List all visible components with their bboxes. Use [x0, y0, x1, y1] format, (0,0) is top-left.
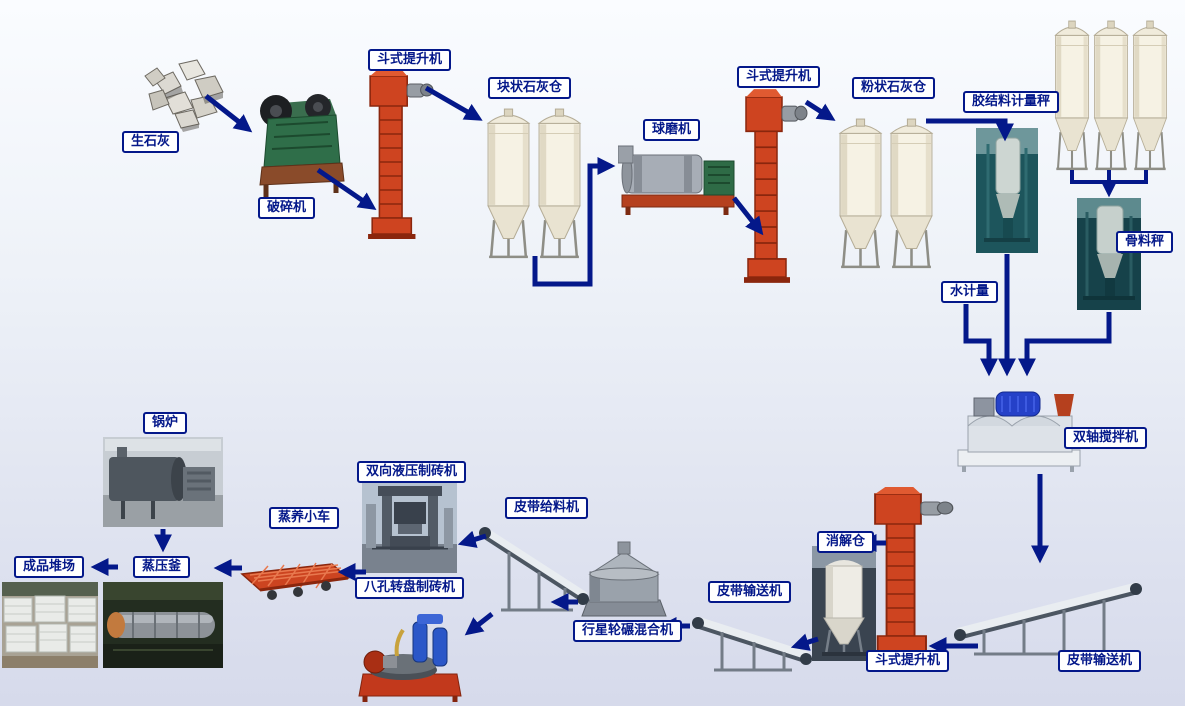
arrow-ball-mill-to-elevator2 — [732, 196, 764, 236]
arrow-aggregate-scale-to-mixer — [1018, 312, 1112, 377]
label-belt-conveyor-mid: 皮带输送机 — [708, 581, 792, 604]
label-bucket-elevator-2: 斗式提升机 — [737, 66, 821, 89]
label-belt-feeder: 皮带给料机 — [505, 497, 589, 520]
label-water-metering: 水计量 — [941, 281, 999, 304]
planetary-wheel-mixer-image — [574, 538, 674, 623]
label-hydraulic-brick-machine: 双向液压制砖机 — [357, 461, 467, 484]
ball-mill-image — [618, 133, 740, 218]
label-slaking-silo: 消解仓 — [817, 531, 875, 554]
label-aggregate-scale: 骨料秤 — [1116, 231, 1174, 254]
twin-shaft-mixer-image — [952, 378, 1087, 474]
label-steam-curing-trolley: 蒸养小车 — [269, 507, 340, 530]
label-rotary-brick-machine: 八孔转盘制砖机 — [355, 577, 465, 600]
label-bucket-elevator-3: 斗式提升机 — [866, 650, 950, 673]
label-lump-lime-silo: 块状石灰仓 — [488, 77, 572, 100]
belt-conveyor-mid-image — [688, 598, 816, 676]
silo-merge-lines — [1070, 170, 1148, 184]
label-crusher: 破碎机 — [258, 197, 316, 220]
label-bucket-elevator-1: 斗式提升机 — [368, 49, 452, 72]
arrow-feeder-to-rotary-machine — [464, 612, 494, 636]
arrow-elevator2-to-powder-silo — [804, 99, 836, 121]
label-autoclave: 蒸压釜 — [133, 556, 191, 579]
label-powder-lime-silo: 粉状石灰仓 — [852, 77, 936, 100]
arrow-water-to-mixer — [963, 304, 998, 377]
arrow-slaking-silo-to-conveyor2 — [790, 633, 819, 651]
quicklime-pile-image — [135, 50, 235, 135]
arrow-powder-silo-to-binder-scale — [926, 118, 1014, 142]
arrow-feeder-to-hydraulic-machine — [457, 530, 487, 548]
autoclave-image — [103, 582, 223, 668]
label-finished-product-yard: 成品堆场 — [14, 556, 85, 579]
arrow-lump-silo-to-ball-mill — [532, 157, 616, 287]
arrow-crusher-to-elevator1 — [316, 167, 377, 211]
label-ball-mill: 球磨机 — [643, 119, 701, 142]
arrow-quicklime-to-crusher — [204, 94, 253, 133]
jaw-crusher-image — [252, 85, 347, 203]
rotary-brick-machine-image — [355, 612, 465, 704]
finished-product-yard-image — [2, 582, 98, 668]
label-quicklime: 生石灰 — [122, 131, 180, 154]
label-boiler: 锅炉 — [143, 412, 188, 435]
label-planetary-wheel-mixer: 行星轮碾混合机 — [573, 620, 683, 643]
boiler-image — [103, 437, 223, 527]
hydraulic-brick-machine-image — [362, 478, 457, 573]
label-twin-shaft-mixer: 双轴搅拌机 — [1064, 427, 1148, 450]
label-binder-metering-scale: 胶结料计量秤 — [963, 91, 1060, 114]
arrow-elevator1-to-lump-silo — [424, 85, 483, 121]
label-belt-conveyor-right: 皮带输送机 — [1058, 650, 1142, 673]
